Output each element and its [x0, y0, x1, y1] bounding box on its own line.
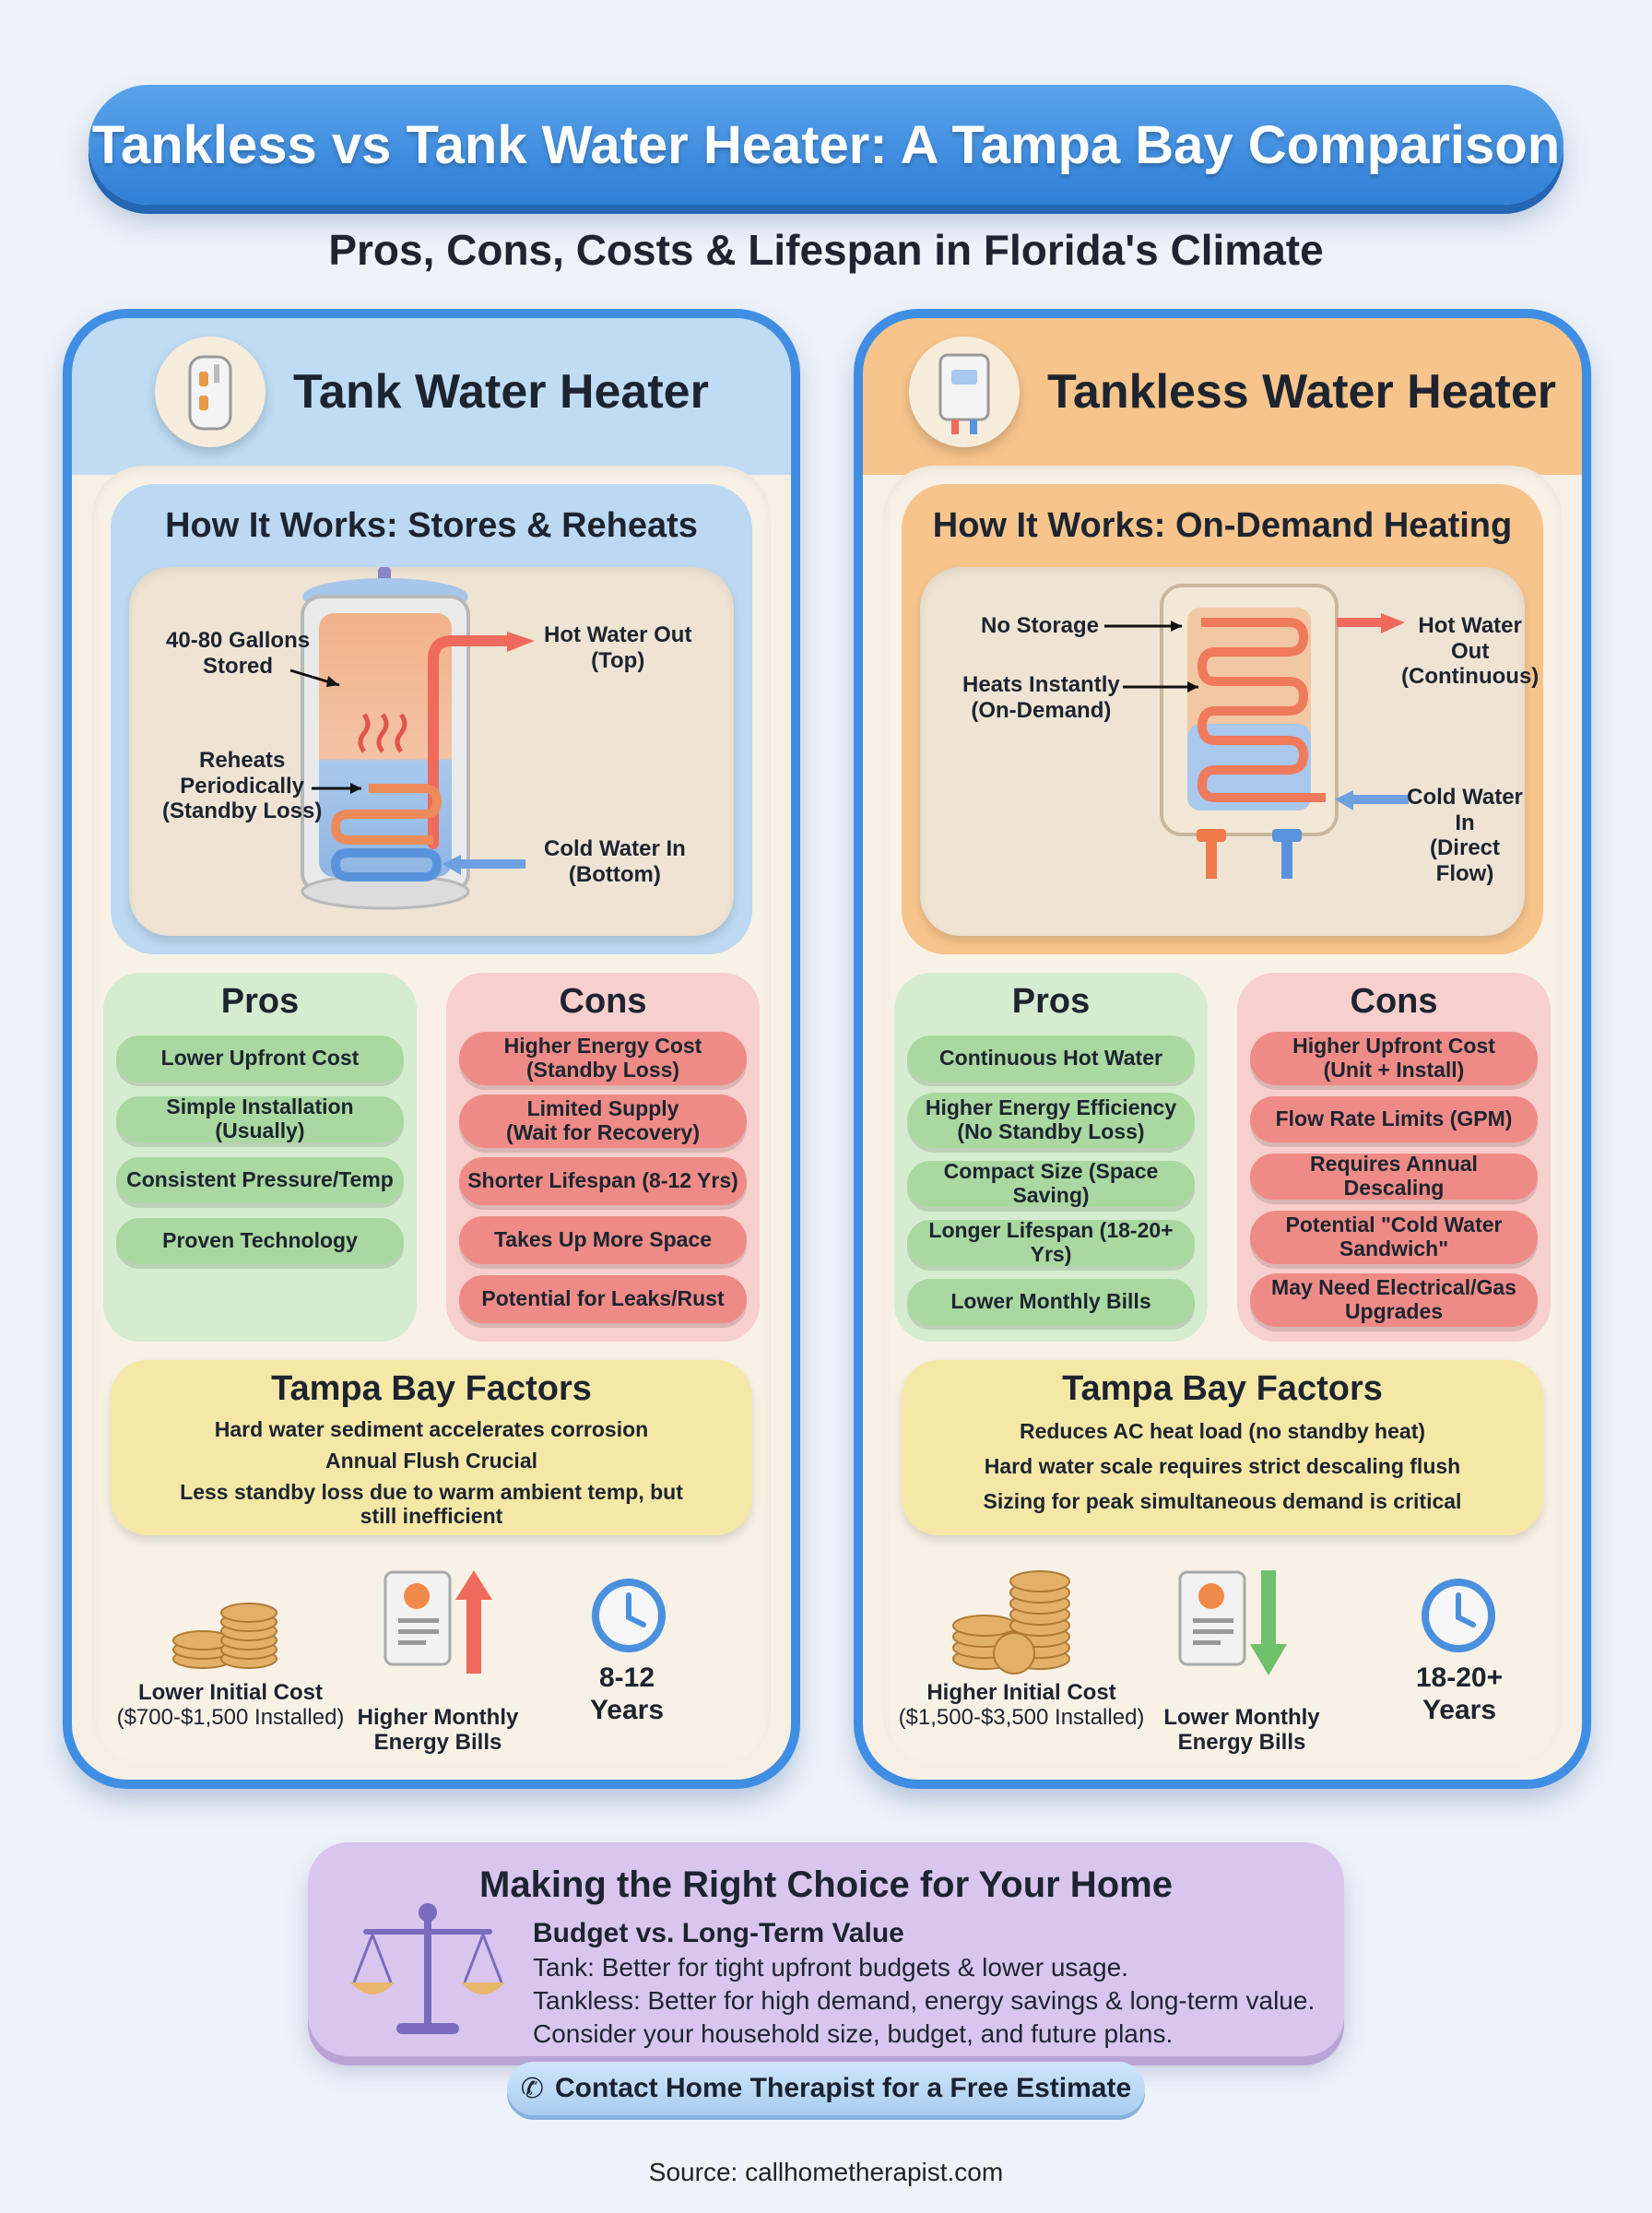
coins-icon	[172, 1603, 277, 1669]
tank-pro-item: Simple Installation (Usually)	[116, 1095, 404, 1142]
tankless-cost-value: ($1,500-$3,500 Installed)	[898, 1704, 1145, 1730]
arrow-down-icon	[1250, 1570, 1287, 1675]
tank-body: How It Works: Stores & Reheats	[92, 466, 771, 1780]
tankless-no-storage-label: No Storage	[981, 613, 1100, 638]
tank-cons-title: Cons	[559, 982, 647, 1021]
tankless-cost: Higher Initial Cost ($1,500-$3,500 Insta…	[883, 1680, 1160, 1731]
tankless-con-item: Flow Rate Limits (GPM)	[1250, 1096, 1538, 1142]
coins-icon	[952, 1570, 1070, 1675]
tankless-factor-item: Reduces AC heat load (no standby heat)	[1019, 1419, 1426, 1443]
tankless-pro-item: Compact Size (Space Saving)	[907, 1159, 1195, 1207]
tank-con-item: Higher Energy Cost (Standby Loss)	[459, 1032, 747, 1085]
tankless-factor-item: Hard water scale requires strict descali…	[984, 1454, 1461, 1478]
tankless-diagram: No Storage Heats Instantly (On-Demand) H…	[920, 567, 1539, 936]
tank-column: Tank Water Heater How It Works: Stores &…	[63, 309, 800, 1789]
tank-factor-item: Annual Flush Crucial	[324, 1449, 538, 1473]
tank-factor-item: Hard water sediment accelerates corrosio…	[214, 1417, 649, 1441]
tankless-cost-label: Higher Initial Cost	[926, 1680, 1116, 1705]
choice-subtitle: Budget vs. Long-Term Value	[533, 1918, 904, 1948]
tank-factor-item: Less standby loss due to warm ambient te…	[180, 1480, 683, 1529]
contact-label: Contact Home Therapist for a Free Estima…	[554, 2073, 1132, 2103]
contact-button[interactable]: ✆ Contact Home Therapist for a Free Esti…	[507, 2062, 1145, 2115]
tank-factors-title: Tampa Bay Factors	[271, 1369, 592, 1408]
tankless-hot-out-label: Hot Water Out (Continuous)	[1401, 613, 1540, 690]
tank-pro-item: Lower Upfront Cost	[116, 1035, 404, 1082]
source-credit: Source: callhometherapist.com	[648, 2158, 1004, 2186]
tank-cost-label: Lower Initial Cost	[137, 1680, 323, 1705]
tank-pros: Pros Lower Upfront Cost Simple Installat…	[103, 973, 417, 1342]
tankless-how-it-works: How It Works: On-Demand Heating	[902, 484, 1543, 954]
tank-reheats-label: Reheats Periodically (Standby Loss)	[162, 748, 323, 824]
tank-header: Tank Water Heater	[72, 337, 791, 447]
scale-icon	[350, 1903, 505, 2034]
tank-cons: Cons Higher Energy Cost (Standby Loss) L…	[446, 973, 760, 1342]
tank-lifespan: 8-12 Years	[589, 1663, 665, 1725]
clock-icon	[1422, 1579, 1495, 1652]
choice-title: Making the Right Choice for Your Home	[479, 1864, 1173, 1905]
choice-panel: Making the Right Choice for Your Home Bu…	[308, 1842, 1344, 2056]
tank-con-item: Shorter Lifespan (8-12 Yrs)	[459, 1157, 747, 1205]
tankless-factors: Tampa Bay Factors Reduces AC heat load (…	[902, 1360, 1543, 1535]
tank-bills: Higher Monthly Energy Bills ($25-$40)	[341, 1681, 535, 1781]
tank-cost-value: ($700-$1,500 Installed)	[116, 1704, 345, 1730]
tank-diagram-graphic	[289, 567, 535, 910]
tank-how-it-works: How It Works: Stores & Reheats	[111, 484, 752, 954]
tank-diagram: 40-80 Gallons Stored Reheats Periodicall…	[129, 567, 734, 936]
page-title: Tankless vs Tank Water Heater: A Tampa B…	[88, 85, 1564, 205]
tank-cold-in-label: Cold Water In (Bottom)	[544, 836, 686, 887]
tank-how-title: How It Works: Stores & Reheats	[165, 506, 698, 545]
bill-icon	[384, 1570, 492, 1674]
tank-cost: Lower Initial Cost ($700-$1,500 Installe…	[92, 1680, 369, 1731]
tankless-heats-label: Heats Instantly (On-Demand)	[962, 672, 1120, 723]
tankless-con-item: May Need Electrical/Gas Upgrades	[1250, 1273, 1538, 1327]
tank-stored-label: 40-80 Gallons Stored	[166, 628, 311, 679]
tank-hot-out-label: Hot Water Out (Top)	[544, 622, 692, 673]
tankless-cold-in-label: Cold Water In (Direct Flow)	[1407, 785, 1523, 886]
tankless-bills-label: Lower Monthly Energy Bills	[1163, 1704, 1320, 1755]
arrow-up-icon	[455, 1570, 492, 1674]
tank-con-item: Limited Supply (Wait for Recovery)	[459, 1095, 747, 1148]
tankless-lifespan: 18-20+ Years	[1415, 1663, 1504, 1725]
choice-line: Tankless: Better for high demand, energy…	[533, 1986, 1316, 2015]
tank-bills-value: ($25-$40)	[390, 1780, 486, 1781]
tankless-cons: Cons Higher Upfront Cost (Unit + Install…	[1237, 973, 1551, 1342]
tank-pro-item: Consistent Pressure/Temp	[116, 1157, 404, 1203]
tankless-bills-value: ($18-$28)	[1194, 1780, 1290, 1781]
tankless-pros-title: Pros	[1011, 982, 1091, 1021]
tankless-title: Tankless Water Heater	[1047, 365, 1557, 419]
choice-line: Consider your household size, budget, an…	[533, 2019, 1174, 2048]
tankless-bills: Lower Monthly Energy Bills ($18-$28)	[1145, 1681, 1339, 1781]
tankless-con-item: Requires Annual Descaling	[1250, 1152, 1538, 1200]
tank-con-item: Takes Up More Space	[459, 1216, 747, 1264]
water-heater-icon	[155, 337, 266, 447]
phone-icon: ✆	[520, 2072, 544, 2105]
tankless-factor-item: Sizing for peak simultaneous demand is c…	[983, 1489, 1462, 1513]
tankless-factors-title: Tampa Bay Factors	[1062, 1369, 1383, 1408]
tank-con-item: Potential for Leaks/Rust	[459, 1275, 747, 1323]
tankless-pros: Pros Continuous Hot Water Higher Energy …	[894, 973, 1208, 1342]
page-subtitle: Pros, Cons, Costs & Lifespan in Florida'…	[328, 226, 1324, 274]
bill-icon	[1178, 1570, 1287, 1675]
water-heater-icon	[909, 337, 1020, 447]
tankless-cons-title: Cons	[1350, 982, 1438, 1021]
choice-line: Tank: Better for tight upfront budgets &…	[533, 1953, 1128, 1982]
tankless-pro-item: Lower Monthly Bills	[907, 1279, 1195, 1325]
tankless-pro-item: Continuous Hot Water	[907, 1035, 1195, 1082]
clock-icon	[592, 1579, 666, 1652]
tankless-header: Tankless Water Heater	[863, 337, 1582, 447]
tankless-pro-item: Longer Lifespan (18-20+ Yrs)	[907, 1218, 1195, 1266]
tank-factors: Tampa Bay Factors Hard water sediment ac…	[111, 1360, 752, 1535]
tankless-con-item: Higher Upfront Cost (Unit + Install)	[1250, 1032, 1538, 1085]
tank-title: Tank Water Heater	[293, 365, 709, 419]
tankless-how-title: How It Works: On-Demand Heating	[932, 506, 1513, 545]
tankless-con-item: Potential "Cold Water Sandwich"	[1250, 1211, 1538, 1264]
tank-pros-title: Pros	[220, 982, 300, 1021]
tankless-pro-item: Higher Energy Efficiency (No Standby Los…	[907, 1093, 1195, 1148]
tankless-column: Tankless Water Heater How It Works: On-D…	[854, 309, 1591, 1789]
tank-bills-label: Higher Monthly Energy Bills	[357, 1704, 519, 1755]
tankless-body: How It Works: On-Demand Heating	[883, 466, 1562, 1780]
tankless-diagram-graphic	[1104, 584, 1409, 879]
tank-pro-item: Proven Technology	[116, 1218, 404, 1264]
